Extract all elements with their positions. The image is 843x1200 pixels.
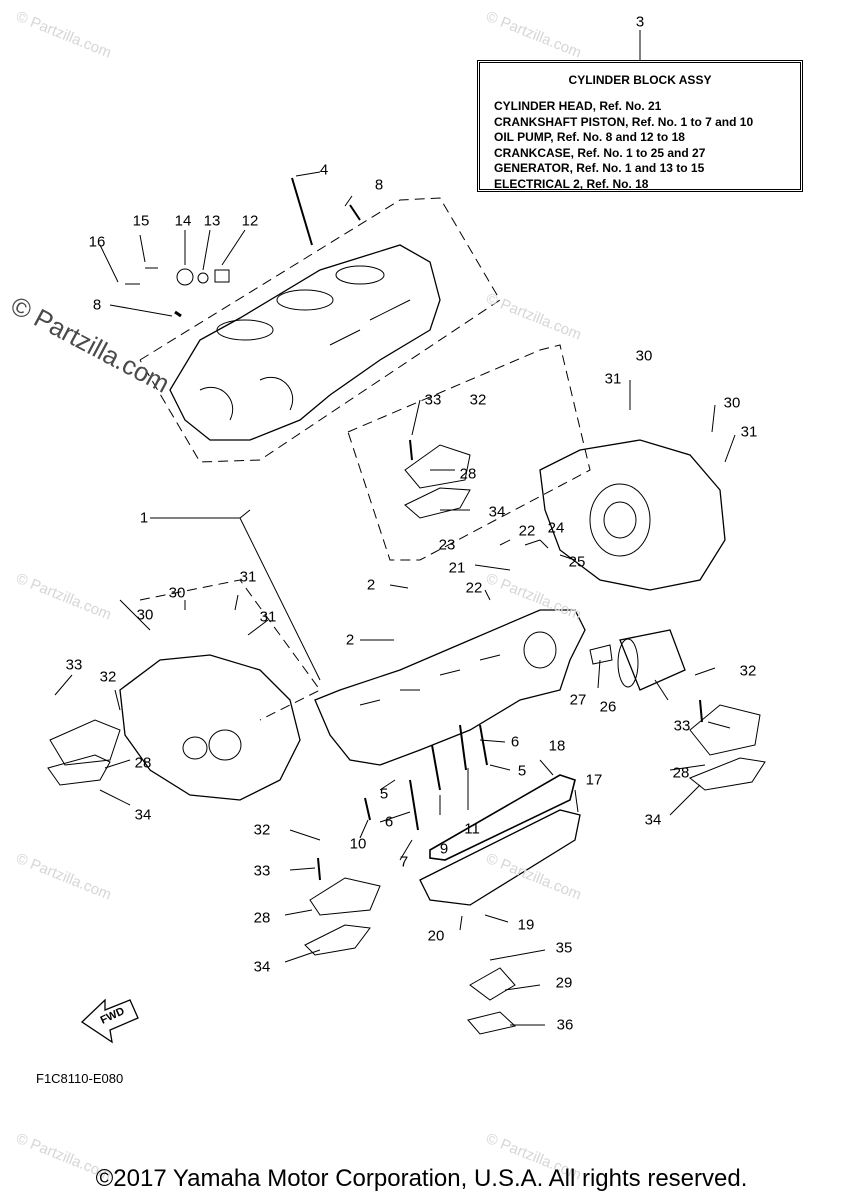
callout-number: 5 [517,762,527,780]
callout-number: 16 [88,233,106,251]
callout-3: 3 [635,13,645,31]
callout-number: 24 [547,519,565,537]
callout-number: 30 [723,394,741,412]
cylinder-block-assy-box: CYLINDER BLOCK ASSY CYLINDER HEAD, Ref. … [477,60,803,192]
callout-number: 8 [374,176,384,194]
callout-number: 9 [439,840,449,858]
callout-number: 31 [740,423,758,441]
callout-number: 30 [635,347,653,365]
copyright-notice: ©2017 Yamaha Motor Corporation, U.S.A. A… [95,1165,748,1192]
callout-number: 32 [739,662,757,680]
callout-number: 31 [259,608,277,626]
cylinder-block [169,244,441,441]
diagram-code: F1C8110-E080 [36,1071,124,1086]
callout-number: 28 [459,465,477,483]
oil-pan-gasket [429,774,576,861]
info-box-title: CYLINDER BLOCK ASSY [568,73,712,87]
callout-number: 33 [424,391,442,409]
callout-number: 22 [465,579,483,597]
callout-number: 12 [241,212,259,230]
callout-number: 32 [253,821,271,839]
callout-number: 20 [427,927,445,945]
callout-number: 31 [604,370,622,388]
callout-number: 32 [469,391,487,409]
callout-number: 21 [448,559,466,577]
callout-number: 11 [464,820,480,838]
callout-number: 27 [569,691,587,709]
info-line: CYLINDER HEAD, Ref. No. 21 [494,99,662,113]
callout-number: 17 [585,771,603,789]
callout-number: 34 [134,806,152,824]
callout-number: 34 [644,811,662,829]
callout-number: 28 [672,764,690,782]
callout-number: 36 [556,1016,574,1034]
callout-number: 22 [518,522,536,540]
callout-number: 25 [568,553,586,571]
callout-number: 13 [203,212,221,230]
block-envelope [139,197,501,463]
callout-number: 35 [555,939,573,957]
callout-number: 28 [253,909,271,927]
info-line: CRANKSHAFT PISTON, Ref. No. 1 to 7 and 1… [494,114,754,129]
callout-number: 6 [384,813,394,831]
callout-number: 30 [136,606,154,624]
info-box-lines: CYLINDER HEAD, Ref. No. 21 CRANKSHAFT PI… [494,99,753,192]
callout-number: 8 [92,296,102,314]
callout-number: 33 [673,717,691,735]
callout-number: 14 [174,212,192,230]
callout-number: 29 [555,974,573,992]
crankcase [314,609,586,766]
callout-number: 10 [349,835,367,853]
callout-number: 32 [99,668,117,686]
right-cover [539,439,726,591]
callout-number: 4 [319,161,329,179]
callout-number: 33 [253,862,271,880]
callout-number: 33 [65,656,83,674]
callout-number: 23 [438,536,456,554]
callout-number: 30 [168,584,186,602]
callout-number: 2 [345,631,355,649]
oil-pan [419,809,581,906]
callout-number: 19 [517,916,535,934]
callout-number: 1 [139,509,149,527]
callout-number: 34 [253,958,271,976]
callout-number: 6 [510,733,520,751]
callout-number: 5 [379,785,389,803]
fwd-arrow [80,998,139,1044]
callout-number: 15 [132,212,150,230]
callout-number: 2 [366,576,376,594]
callout-number: 26 [599,698,617,716]
callout-number: 31 [239,568,257,586]
left-cover [119,654,301,801]
info-line: OIL PUMP, Ref. No. 8 and 12 to 18 [494,130,685,144]
callout-number: 7 [399,853,409,871]
callout-number: 34 [488,503,506,521]
callout-number: 28 [134,754,152,772]
callout-number: 18 [548,737,566,755]
info-line: ELECTRICAL 2, Ref. No. 18 [494,176,649,191]
info-line: CRANKCASE, Ref. No. 1 to 25 and 27 [494,145,706,160]
info-line: GENERATOR, Ref. No. 1 and 13 to 15 [494,161,705,175]
